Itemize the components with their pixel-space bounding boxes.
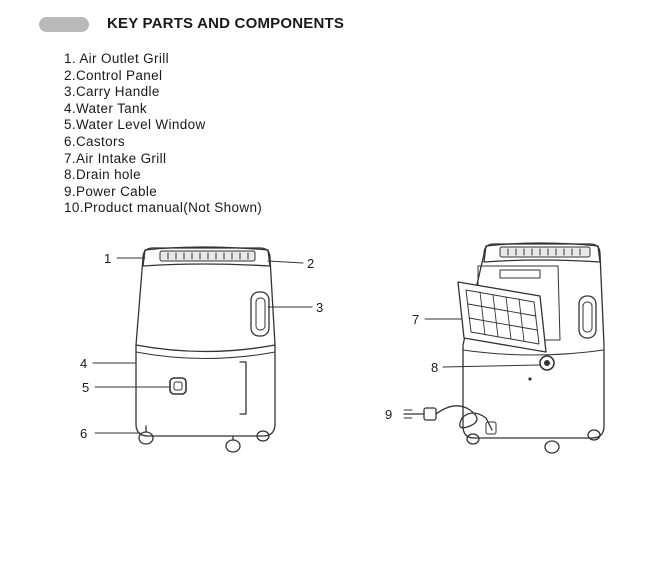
list-item: 2.Control Panel <box>64 67 163 83</box>
front-view-illustration <box>135 246 276 453</box>
list-item: 10.Product manual(Not Shown) <box>64 200 263 216</box>
list-item: 6.Castors <box>64 133 125 149</box>
castors <box>138 425 270 453</box>
callout-4: 4 <box>80 356 87 371</box>
rear-view-illustration <box>403 242 605 454</box>
air-intake-grill <box>457 281 547 353</box>
list-item: 8.Drain hole <box>64 167 141 183</box>
callout-2: 2 <box>307 256 314 271</box>
rear-body-outline <box>462 243 605 439</box>
air-outlet-grill <box>159 250 256 262</box>
section-badge <box>39 17 89 32</box>
rear-top-panel <box>483 242 601 263</box>
front-body-outline <box>135 247 276 437</box>
front-callouts <box>92 257 313 434</box>
water-tank-side <box>239 361 247 415</box>
callout-9: 9 <box>385 407 392 422</box>
callout-3: 3 <box>316 300 323 315</box>
drain-hole <box>539 355 555 371</box>
callout-5: 5 <box>82 380 89 395</box>
power-cable <box>403 405 497 435</box>
callout-7: 7 <box>412 312 419 327</box>
section-title: KEY PARTS AND COMPONENTS <box>107 15 345 32</box>
list-item: 3.Carry Handle <box>64 84 160 100</box>
water-level-window <box>169 377 187 395</box>
rear-carry-handle <box>578 295 597 339</box>
callout-6: 6 <box>80 426 87 441</box>
list-item: 9.Power Cable <box>64 183 158 199</box>
list-item: 4.Water Tank <box>64 100 147 116</box>
callout-1: 1 <box>104 251 111 266</box>
water-tank-seam <box>135 344 276 353</box>
parts-list: 1. Air Outlet Grill 2.Control Panel 3.Ca… <box>64 51 262 217</box>
list-item: 1. Air Outlet Grill <box>64 51 169 66</box>
list-item: 7.Air Intake Grill <box>64 150 167 166</box>
rear-callouts <box>424 318 541 368</box>
carry-handle <box>250 291 270 337</box>
callout-8: 8 <box>431 360 438 375</box>
top-panel <box>142 246 271 267</box>
list-item: 5.Water Level Window <box>64 117 206 133</box>
rear-castors <box>466 429 601 454</box>
rear-outlet-grill <box>499 246 591 258</box>
